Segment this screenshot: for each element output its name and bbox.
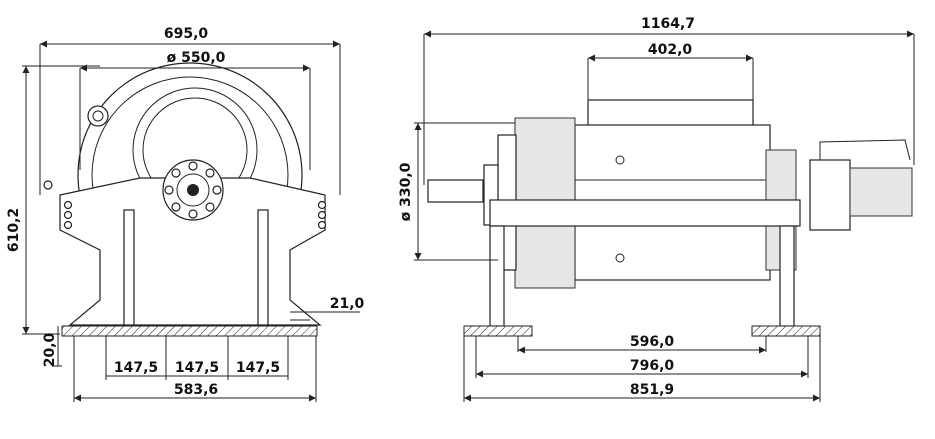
dim-inner-mount-spacing: 596,0	[630, 334, 675, 350]
side-base-right	[751, 325, 821, 337]
front-hub-center	[187, 184, 199, 196]
front-plate-left	[123, 209, 135, 326]
dim-bolt-spacing-3: 147,5	[236, 360, 280, 376]
dim-bolt-spacing-1: 147,5	[114, 360, 158, 376]
front-dimensions	[22, 40, 360, 402]
side-base-left	[463, 325, 533, 337]
side-shaft	[489, 199, 801, 227]
dim-drum-diameter: ø 550,0	[167, 50, 226, 66]
dim-base-width: 583,6	[174, 382, 218, 398]
front-pulley	[87, 105, 109, 127]
side-motor-block	[809, 159, 851, 231]
dim-foot-height: 21,0	[330, 296, 365, 312]
side-view	[427, 99, 913, 337]
front-hub-bolts	[164, 161, 222, 219]
dim-base-thickness: 20,0	[42, 332, 58, 367]
dim-flange-diameter: ø 330,0	[398, 162, 414, 221]
front-view	[43, 62, 327, 337]
front-side-bolts	[43, 180, 327, 230]
side-motor-left	[427, 179, 484, 203]
side-dimensions	[414, 30, 915, 402]
dim-drum-length: 402,0	[648, 42, 693, 58]
dim-overall-height: 610,2	[6, 208, 22, 252]
dim-base-length: 851,9	[630, 382, 674, 398]
side-motor-right	[849, 167, 913, 217]
side-support-left	[489, 225, 505, 327]
dim-bolt-spacing-2: 147,5	[175, 360, 219, 376]
front-plate-right	[257, 209, 269, 326]
dim-overall-length: 1164,7	[641, 16, 695, 32]
front-base-plate	[61, 325, 318, 337]
side-support-right	[779, 225, 795, 327]
dim-mount-spacing: 796,0	[630, 358, 675, 374]
dim-overall-width: 695,0	[164, 26, 209, 42]
